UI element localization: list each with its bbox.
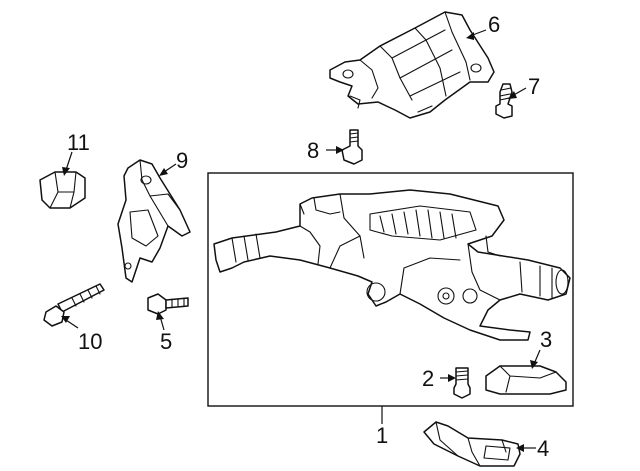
part-8-bolt <box>341 129 363 165</box>
callout-4: 4 <box>537 436 549 461</box>
part-4-bracket <box>423 421 521 467</box>
callout-5: 5 <box>160 329 172 354</box>
leader-lines <box>61 29 541 452</box>
assembly-frame <box>207 172 574 407</box>
part-5-bolt <box>147 293 189 315</box>
part-7-bolt <box>495 83 513 119</box>
callout-2: 2 <box>422 366 434 391</box>
callout-3: 3 <box>540 327 552 352</box>
part-1-steering-column <box>213 189 571 341</box>
part-9-bracket <box>117 159 191 283</box>
callout-1: 1 <box>376 423 388 448</box>
callout-10: 10 <box>78 329 102 354</box>
callout-11: 11 <box>67 130 90 155</box>
callout-9: 9 <box>176 148 188 173</box>
callout-6: 6 <box>488 12 500 37</box>
part-10-bolt <box>43 283 105 327</box>
callout-8: 8 <box>307 138 319 163</box>
part-6-upper-bracket <box>329 11 495 119</box>
part-3-cover <box>485 365 567 395</box>
part-2-bolt <box>453 367 471 399</box>
part-11-clip <box>39 171 86 209</box>
callout-7: 7 <box>528 74 540 99</box>
callout-labels: 6 7 8 11 9 10 5 1 2 3 4 <box>67 12 552 461</box>
